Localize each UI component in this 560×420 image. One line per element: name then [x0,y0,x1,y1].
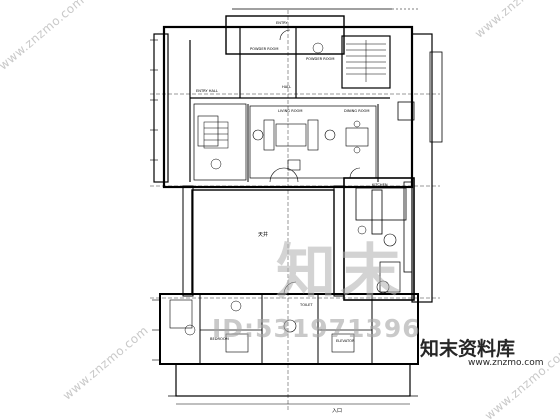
left-outer-strip [153,33,169,183]
watermark-site-name: 知末资料库 [420,338,516,360]
label-dining-room: DINING ROOM [344,109,369,113]
label-porch: 入口 [332,408,342,414]
label-elevator: ELEVATOR [336,339,355,343]
watermark-id-number: ID:531971396 [212,314,421,343]
label-hall: HALL [282,85,291,89]
label-powder-room: POWDER ROOM [250,47,278,51]
entry-bay-wall [225,15,345,55]
label-courtyard: 天井 [258,231,268,238]
label-entry-hall: ENTRY HALL [196,89,218,93]
label-living-room: LIVING ROOM [278,109,302,113]
kitchen-wing-wall [343,177,415,301]
stair-box [341,35,391,89]
watermark-logo: 知末 [276,238,404,308]
label-entry: ENTRY [276,21,288,25]
label-toilet: TOILET [299,303,313,307]
label-bedroom: BEDROOM [210,337,229,341]
right-outer-strip [411,33,433,303]
label-powder-room-2: POWDER ROOM [306,57,334,61]
porch-outline [175,363,411,397]
watermark-site-url: www.znzmo.com [468,358,544,368]
label-kitchen: KITCHEN [372,183,388,187]
